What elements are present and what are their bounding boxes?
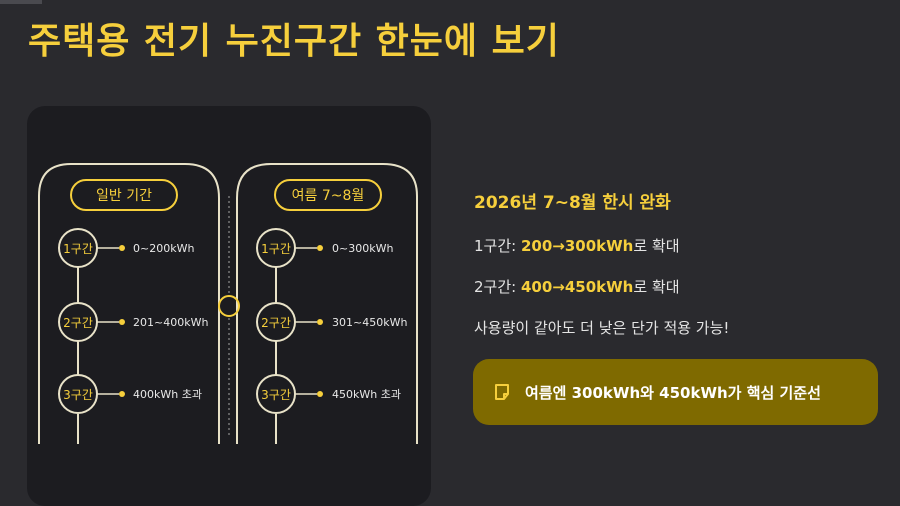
tier-name: 2구간	[63, 316, 93, 330]
tier-name: 1구간	[261, 242, 291, 256]
right-period-label: 여름 7~8월	[292, 188, 365, 204]
tier-range: 400kWh 초과	[133, 388, 202, 401]
tier-range: 301~450kWh	[332, 316, 407, 329]
info-line-tier2: 2구간: 400→450kWh로 확대	[474, 276, 884, 297]
tier-name: 1구간	[63, 242, 93, 256]
line-prefix: 1구간:	[474, 237, 521, 255]
left-tier-2: 2구간 201~400kWh	[58, 302, 208, 342]
tier-diagram: 일반 기간 여름 7~8월 1구간 0~200kWh 2구간 201~400kW…	[38, 163, 418, 444]
left-period-label: 일반 기간	[96, 188, 152, 204]
tier-dot	[317, 319, 323, 325]
tier-range: 450kWh 초과	[332, 388, 401, 401]
right-tier-2: 2구간 301~450kWh	[256, 302, 407, 342]
left-frame	[38, 163, 220, 444]
tier-range: 0~300kWh	[332, 242, 393, 255]
tier-name: 2구간	[261, 316, 291, 330]
right-frame	[236, 163, 418, 444]
tier-name: 3구간	[261, 388, 291, 402]
tier-range: 201~400kWh	[133, 316, 208, 329]
tier-dot	[119, 391, 125, 397]
tier-diagram-panel: 일반 기간 여름 7~8월 1구간 0~200kWh 2구간 201~400kW…	[27, 106, 431, 506]
right-tier-3: 3구간 450kWh 초과	[256, 374, 401, 414]
page-title: 주택용 전기 누진구간 한눈에 보기	[28, 21, 560, 62]
tier-dot	[119, 245, 125, 251]
info-heading: 2026년 7~8월 한시 완화	[474, 193, 671, 213]
line-highlight: 400→450kWh	[520, 278, 634, 296]
right-period-pill	[274, 179, 382, 211]
left-tier-1: 1구간 0~200kWh	[58, 228, 194, 268]
left-tier-3: 3구간 400kWh 초과	[58, 374, 202, 414]
line-suffix: 로 확대	[633, 278, 680, 296]
right-tier-1: 1구간 0~300kWh	[256, 228, 393, 268]
info-line-tier1: 1구간: 200→300kWh로 확대	[474, 235, 884, 256]
tier-dot	[317, 245, 323, 251]
left-period-pill	[70, 179, 178, 211]
tier-name: 3구간	[63, 388, 93, 402]
line-suffix: 로 확대	[633, 237, 680, 255]
callout-text: 여름엔 300kWh와 450kWh가 핵심 기준선	[525, 383, 821, 402]
info-section: 2026년 7~8월 한시 완화 1구간: 200→300kWh로 확대 2구간…	[474, 188, 884, 358]
line-prefix: 2구간:	[474, 278, 521, 296]
tier-dot	[119, 319, 125, 325]
tier-dot	[317, 391, 323, 397]
info-line-note: 사용량이 같아도 더 낮은 단가 적용 가능!	[474, 319, 730, 337]
center-node	[218, 295, 240, 317]
line-highlight: 200→300kWh	[520, 237, 634, 255]
note-icon	[493, 383, 511, 401]
top-tab-indicator	[0, 0, 42, 4]
tier-range: 0~200kWh	[133, 242, 194, 255]
callout-box: 여름엔 300kWh와 450kWh가 핵심 기준선	[473, 359, 878, 425]
